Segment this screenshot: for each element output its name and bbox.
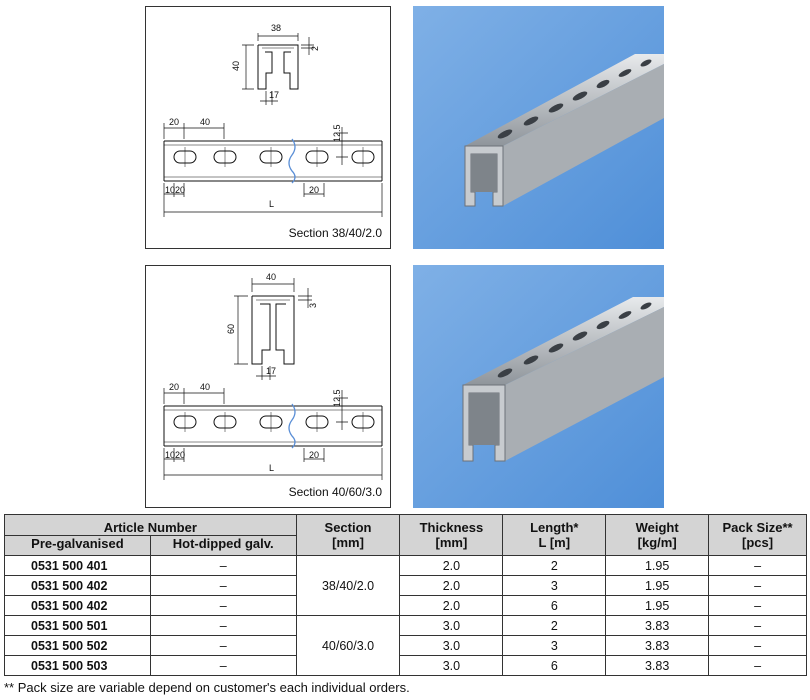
channel-image bbox=[413, 6, 664, 249]
dim-length: L bbox=[269, 199, 274, 209]
header-hot-dipped: Hot-dipped galv. bbox=[149, 535, 297, 556]
dim-height: 40 bbox=[231, 61, 241, 71]
product-photo-38-40 bbox=[413, 6, 664, 249]
header-section-unit: [mm] bbox=[332, 535, 364, 550]
dim-hole-width: 12.5 bbox=[332, 389, 342, 407]
table-row: 0531 500 503 – 3.0 6 3.83 – bbox=[4, 655, 807, 676]
header-weight: Weight [kg/m] bbox=[605, 514, 710, 556]
thickness-value: 2.0 bbox=[399, 555, 504, 576]
thickness-value: 3.0 bbox=[399, 655, 504, 676]
dim-width: 40 bbox=[266, 272, 276, 282]
technical-drawing: 38 40 2 17 20 40 12.5 bbox=[163, 23, 383, 217]
thickness-value: 2.0 bbox=[399, 575, 504, 596]
dim-length: L bbox=[269, 463, 274, 473]
dim-hole-offset: 20 bbox=[169, 382, 179, 392]
drawing-panel-38-40: 38 40 2 17 20 40 12.5 bbox=[145, 6, 391, 249]
table-row: 0531 500 401 – 38/40/2.0 2.0 2 1.95 – bbox=[4, 555, 807, 616]
dim-hole-offset: 20 bbox=[169, 117, 179, 127]
pack-size-value: – bbox=[708, 615, 807, 636]
weight-value: 1.95 bbox=[605, 575, 710, 596]
dim-end-a: 10 bbox=[165, 450, 175, 460]
thickness-value: 2.0 bbox=[399, 595, 504, 616]
hot-dipped-value: – bbox=[149, 555, 297, 576]
dim-end-c: 20 bbox=[309, 450, 319, 460]
dim-end-b: 20 bbox=[175, 450, 185, 460]
article-number: 0531 500 502 bbox=[4, 635, 151, 656]
header-pack-label: Pack Size** bbox=[722, 520, 793, 535]
header-weight-label: Weight bbox=[635, 520, 679, 535]
header-thickness-unit: [mm] bbox=[435, 535, 468, 550]
pack-size-value: – bbox=[708, 575, 807, 596]
weight-value: 3.83 bbox=[605, 615, 710, 636]
dim-hole-pitch: 40 bbox=[200, 117, 210, 127]
article-number: 0531 500 401 bbox=[4, 555, 151, 576]
drawing-panel-40-60: 40 60 3 17 20 40 12.5 10 20 20 L Section bbox=[145, 265, 391, 508]
specification-table: Article Number Section [mm] Thickness [m… bbox=[4, 514, 807, 676]
header-section: Section [mm] bbox=[295, 514, 401, 556]
length-value: 2 bbox=[502, 555, 607, 576]
table-row: 0531 500 402 – 2.0 3 1.95 – bbox=[4, 575, 807, 596]
section-value: 40/60/3.0 bbox=[295, 615, 401, 676]
header-weight-unit: [kg/m] bbox=[637, 535, 677, 550]
weight-value: 3.83 bbox=[605, 635, 710, 656]
hot-dipped-value: – bbox=[149, 595, 297, 616]
header-length: Length* L [m] bbox=[502, 514, 607, 556]
header-pre-galvanised: Pre-galvanised bbox=[4, 535, 151, 556]
table-row: 0531 500 502 – 3.0 3 3.83 – bbox=[4, 635, 807, 656]
article-number: 0531 500 402 bbox=[4, 595, 151, 616]
drawing-caption: Section 40/60/3.0 bbox=[288, 485, 382, 499]
length-value: 6 bbox=[502, 655, 607, 676]
pack-size-value: – bbox=[708, 555, 807, 576]
table-row: 0531 500 402 – 2.0 6 1.95 – bbox=[4, 595, 807, 616]
article-number: 0531 500 503 bbox=[4, 655, 151, 676]
header-length-label: Length* bbox=[530, 520, 579, 535]
weight-value: 1.95 bbox=[605, 555, 710, 576]
hot-dipped-value: – bbox=[149, 655, 297, 676]
length-value: 3 bbox=[502, 575, 607, 596]
dim-width: 38 bbox=[271, 23, 281, 33]
thickness-value: 3.0 bbox=[399, 635, 504, 656]
thickness-value: 3.0 bbox=[399, 615, 504, 636]
weight-value: 3.83 bbox=[605, 655, 710, 676]
header-thickness: Thickness [mm] bbox=[399, 514, 504, 556]
pack-size-value: – bbox=[708, 635, 807, 656]
dim-hole-width: 12.5 bbox=[332, 124, 342, 142]
dim-slot: 17 bbox=[269, 90, 279, 100]
article-number: 0531 500 501 bbox=[4, 615, 151, 636]
dim-thickness: 2 bbox=[310, 46, 320, 51]
weight-value: 1.95 bbox=[605, 595, 710, 616]
header-pack-unit: [pcs] bbox=[742, 535, 774, 550]
dim-end-b: 20 bbox=[175, 185, 185, 195]
dim-thickness: 3 bbox=[308, 303, 318, 308]
footnote: ** Pack size are variable depend on cust… bbox=[4, 680, 410, 695]
header-pack-size: Pack Size** [pcs] bbox=[708, 514, 807, 556]
article-number: 0531 500 402 bbox=[4, 575, 151, 596]
drawing-caption: Section 38/40/2.0 bbox=[288, 226, 382, 240]
product-photo-40-60 bbox=[413, 265, 664, 508]
header-article-number: Article Number bbox=[4, 514, 297, 536]
dim-slot: 17 bbox=[266, 366, 276, 376]
header-section-label: Section bbox=[324, 520, 372, 535]
hot-dipped-value: – bbox=[149, 575, 297, 596]
length-value: 6 bbox=[502, 595, 607, 616]
length-value: 2 bbox=[502, 615, 607, 636]
pack-size-value: – bbox=[708, 655, 807, 676]
header-thickness-label: Thickness bbox=[419, 520, 484, 535]
dim-hole-pitch: 40 bbox=[200, 382, 210, 392]
technical-drawing: 40 60 3 17 20 40 12.5 10 20 20 L bbox=[163, 272, 383, 480]
dim-end-c: 20 bbox=[309, 185, 319, 195]
table-row: 0531 500 501 – 40/60/3.0 3.0 2 3.83 – bbox=[4, 615, 807, 676]
channel-image bbox=[413, 265, 664, 508]
hot-dipped-value: – bbox=[149, 635, 297, 656]
pack-size-value: – bbox=[708, 595, 807, 616]
hot-dipped-value: – bbox=[149, 615, 297, 636]
length-value: 3 bbox=[502, 635, 607, 656]
header-length-unit: L [m] bbox=[538, 535, 571, 550]
section-value: 38/40/2.0 bbox=[295, 555, 401, 616]
dim-end-a: 10 bbox=[165, 185, 175, 195]
dim-height: 60 bbox=[226, 324, 236, 334]
